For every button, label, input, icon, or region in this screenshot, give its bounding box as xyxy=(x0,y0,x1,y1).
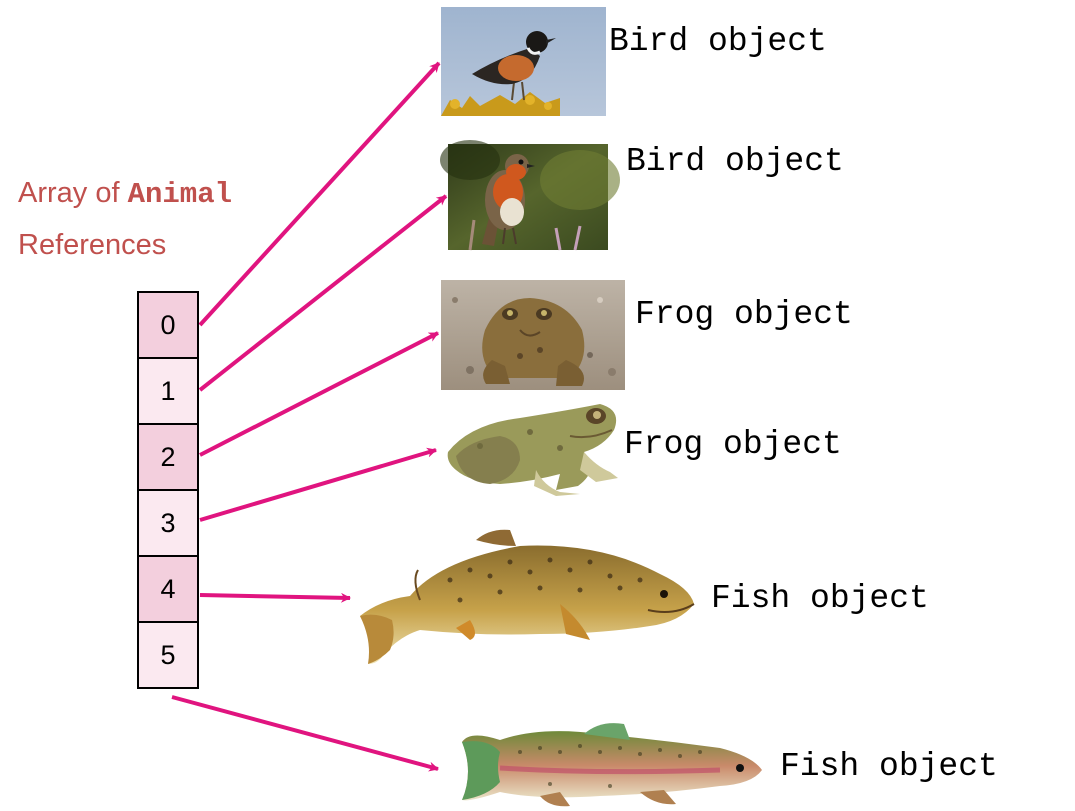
array-cell-3: 3 xyxy=(139,491,197,557)
object-label-4: Fish object xyxy=(711,580,929,617)
array-cell-4: 4 xyxy=(139,557,197,623)
object-label-0: Bird object xyxy=(609,23,827,60)
arrow-4 xyxy=(200,595,350,598)
arrow-2 xyxy=(200,333,438,455)
caption-type-name: Animal xyxy=(128,178,232,211)
array-cell-1: 1 xyxy=(139,359,197,425)
caption-prefix: Array of xyxy=(18,177,128,209)
array-cell-0: 0 xyxy=(139,293,197,359)
array-caption: Array of Animal References xyxy=(18,168,348,270)
array-cell-2: 2 xyxy=(139,425,197,491)
arrow-5 xyxy=(172,697,438,769)
references-array: 0 1 2 3 4 5 xyxy=(137,291,199,689)
arrow-3 xyxy=(200,450,436,520)
caption-suffix: References xyxy=(18,229,166,261)
array-cell-5: 5 xyxy=(139,623,197,689)
object-label-3: Frog object xyxy=(624,426,842,463)
object-label-5: Fish object xyxy=(780,748,998,785)
object-label-2: Frog object xyxy=(635,296,853,333)
object-label-1: Bird object xyxy=(626,143,844,180)
